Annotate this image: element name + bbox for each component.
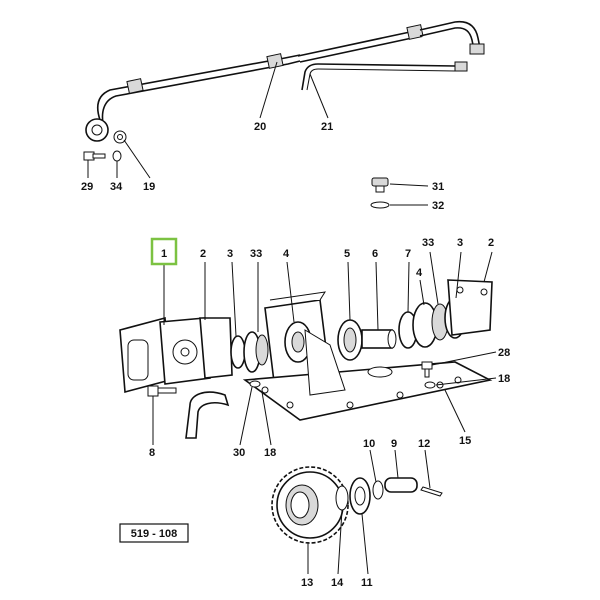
callout-9: 9 xyxy=(391,438,397,450)
hydraulic-hose-part[interactable] xyxy=(85,20,485,142)
callout-13: 13 xyxy=(301,577,313,589)
callout-15: 15 xyxy=(459,435,471,447)
callout-21: 21 xyxy=(321,121,333,133)
callout-18-left: 18 xyxy=(264,447,276,459)
callout-34: 34 xyxy=(110,181,123,193)
callout-3-left: 3 xyxy=(227,248,233,260)
callout-12: 12 xyxy=(418,438,430,450)
callout-8: 8 xyxy=(149,447,155,459)
callout-2-right: 2 xyxy=(488,237,494,249)
sealing-washer-19[interactable] xyxy=(113,130,127,144)
key-12-part[interactable] xyxy=(420,486,443,497)
callout-10: 10 xyxy=(363,438,375,450)
callout-4-right: 4 xyxy=(416,267,423,279)
sealing-washer-34[interactable] xyxy=(112,150,122,162)
callout-29: 29 xyxy=(81,181,93,193)
hydraulic-pump-part[interactable] xyxy=(119,316,233,394)
callout-3-right: 3 xyxy=(457,237,463,249)
drive-shaft-part[interactable] xyxy=(361,329,397,349)
callout-5: 5 xyxy=(344,248,350,260)
reference-code-box: 519 - 108 xyxy=(119,523,189,543)
leader-lines xyxy=(87,61,497,575)
bearing-11-part[interactable] xyxy=(349,477,371,515)
reference-code: 519 - 108 xyxy=(131,528,177,540)
callout-32: 32 xyxy=(432,200,444,212)
callout-11: 11 xyxy=(361,577,373,589)
bearing-assembly-right[interactable] xyxy=(398,279,493,349)
coupling-left[interactable] xyxy=(230,331,269,373)
callout-4-left: 4 xyxy=(283,248,290,260)
highlight-box-callout-1[interactable] xyxy=(150,237,178,266)
callout-33-right: 33 xyxy=(422,237,434,249)
pin-9-part[interactable] xyxy=(384,477,418,493)
suction-elbow-part[interactable] xyxy=(185,391,230,439)
drain-plug-part[interactable] xyxy=(370,177,390,209)
callout-28: 28 xyxy=(498,347,510,359)
drive-gear-part[interactable] xyxy=(337,319,363,361)
bolt-28-part[interactable] xyxy=(421,361,433,378)
callout-2-left: 2 xyxy=(200,248,206,260)
driven-gear-part[interactable] xyxy=(271,466,349,544)
callout-30: 30 xyxy=(233,447,245,459)
washer-18-right[interactable] xyxy=(424,381,436,389)
washer-30-part[interactable] xyxy=(249,380,261,388)
callout-33-left: 33 xyxy=(250,248,262,260)
callout-31: 31 xyxy=(432,181,444,193)
circlip-part[interactable] xyxy=(335,485,349,511)
spacer-10-part[interactable] xyxy=(372,480,384,500)
bolt-part[interactable] xyxy=(147,385,177,397)
callout-18-right: 18 xyxy=(498,373,510,385)
hydraulic-pipe-part[interactable] xyxy=(301,61,468,91)
callout-7: 7 xyxy=(405,248,411,260)
callout-1[interactable]: 1 xyxy=(161,248,167,260)
callout-20: 20 xyxy=(254,121,266,133)
callout-14: 14 xyxy=(331,577,344,589)
callout-19: 19 xyxy=(143,181,155,193)
banjo-bolt-part[interactable] xyxy=(83,151,106,161)
callout-6: 6 xyxy=(372,248,378,260)
